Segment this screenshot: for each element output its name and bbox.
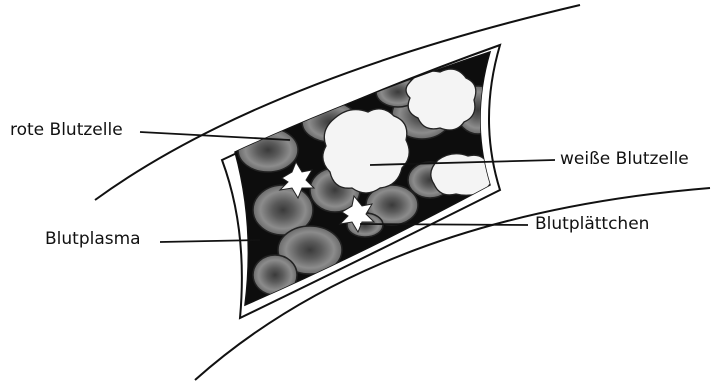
label-platelets: Blutplättchen (535, 216, 649, 233)
label-blood-plasma: Blutplasma (45, 231, 141, 248)
label-white-blood-cell: weiße Blutzelle (560, 151, 689, 168)
label-red-blood-cell: rote Blutzelle (10, 122, 123, 139)
leader-line-platelets (360, 224, 528, 225)
leader-line-red-cell (140, 132, 290, 140)
red-blood-cell (238, 128, 298, 172)
white-blood-cell (323, 109, 409, 193)
